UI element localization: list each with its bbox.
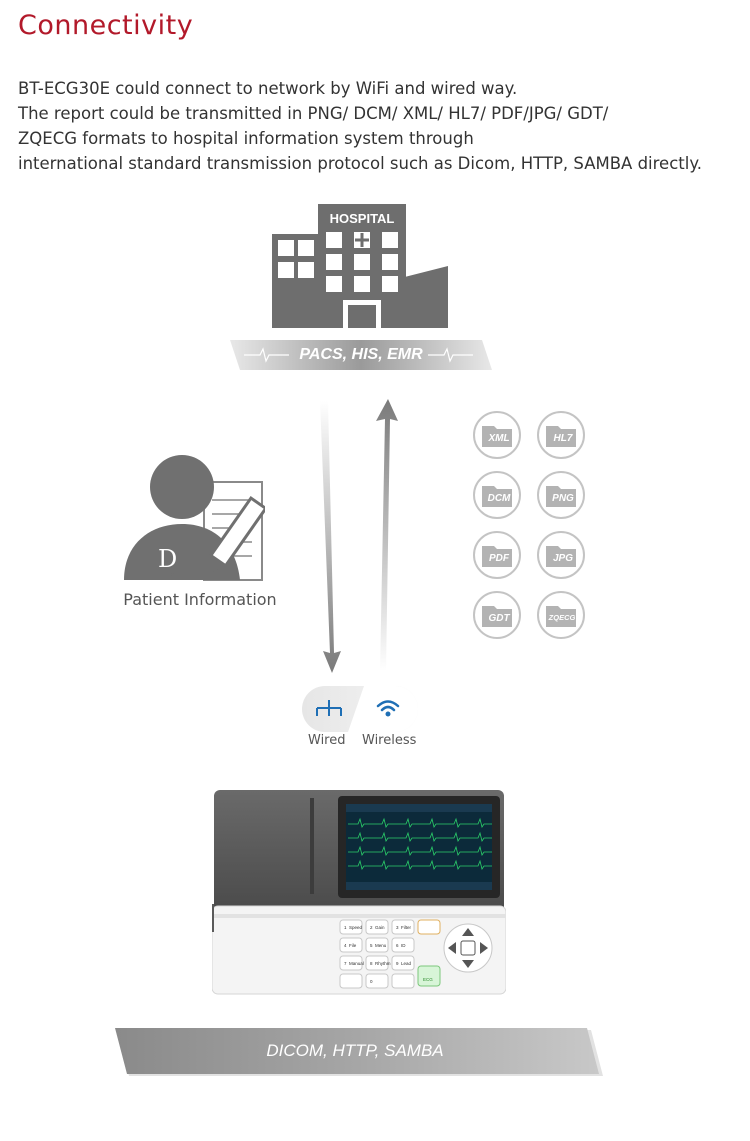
svg-text:ECG: ECG: [423, 977, 433, 982]
patient-information-label: Patient Information: [123, 590, 277, 609]
wired-network-icon: [316, 700, 342, 716]
pacs-label: PACS, HIS, EMR: [299, 346, 423, 363]
zqecg-format-icon: ZQECG: [537, 591, 585, 639]
down-arrow-icon: [320, 401, 341, 673]
svg-text:1: 1: [344, 925, 347, 930]
format-label: DCM: [488, 493, 511, 504]
description-line: BT-ECG30E could connect to network by Wi…: [18, 79, 518, 98]
format-label: HL7: [554, 433, 573, 444]
jpg-format-icon: JPG: [537, 531, 585, 579]
description-line: international standard transmission prot…: [18, 154, 702, 173]
wireless-label: Wireless: [362, 733, 417, 748]
patient-information-icon: D B: [124, 455, 265, 584]
format-label: XML: [487, 433, 509, 444]
svg-text:9: 9: [396, 961, 399, 966]
description-line: ZQECG formats to hospital information sy…: [18, 129, 474, 148]
page-title: Connectivity: [18, 10, 194, 41]
up-arrow-icon: [376, 399, 398, 671]
svg-text:ID: ID: [401, 943, 406, 948]
protocol-banner: [115, 1028, 603, 1076]
svg-text:3: 3: [396, 925, 399, 930]
svg-text:2: 2: [370, 925, 373, 930]
gdt-format-icon: GDT: [473, 591, 521, 639]
format-label: PDF: [489, 553, 510, 564]
svg-text:6: 6: [396, 943, 399, 948]
svg-text:Gain: Gain: [375, 925, 385, 930]
wifi-icon: [376, 700, 400, 712]
svg-text:5: 5: [370, 943, 373, 948]
svg-text:7: 7: [344, 961, 347, 966]
svg-text:File: File: [349, 943, 357, 948]
format-label: GDT: [488, 613, 510, 624]
png-format-icon: PNG: [537, 471, 585, 519]
format-label: JPG: [553, 553, 573, 564]
dcm-format-icon: DCM: [473, 471, 521, 519]
wired-label: Wired: [308, 733, 346, 748]
svg-text:Lead: Lead: [401, 961, 412, 966]
svg-text:0: 0: [370, 979, 373, 984]
svg-text:4: 4: [344, 943, 347, 948]
svg-text:Speed: Speed: [349, 925, 363, 930]
svg-text:Manual: Manual: [349, 961, 364, 966]
description-line: The report could be transmitted in PNG/ …: [18, 104, 609, 123]
hl7-format-icon: HL7: [537, 411, 585, 459]
hospital-icon: HOSPITAL: [272, 204, 448, 328]
format-label: PNG: [552, 493, 574, 504]
pdf-format-icon: PDF: [473, 531, 521, 579]
protocol-label: DICOM, HTTP, SAMBA: [266, 1041, 444, 1060]
svg-text:8: 8: [370, 961, 373, 966]
xml-format-icon: XML: [473, 411, 521, 459]
hospital-sign: HOSPITAL: [330, 211, 395, 226]
pacs-banner: [230, 340, 492, 370]
svg-text:Filter: Filter: [401, 925, 412, 930]
patient-logo-d: D: [158, 545, 177, 573]
description: BT-ECG30E could connect to network by Wi…: [18, 76, 738, 176]
transfer-arrows: [320, 399, 398, 673]
connection-toggle: [302, 686, 418, 732]
patient-logo-b: B: [164, 568, 176, 584]
ecg-waveform: [348, 817, 492, 870]
format-label: ZQECG: [548, 613, 576, 622]
svg-text:Rhythm: Rhythm: [375, 961, 391, 966]
svg-text:Menu: Menu: [375, 943, 387, 948]
